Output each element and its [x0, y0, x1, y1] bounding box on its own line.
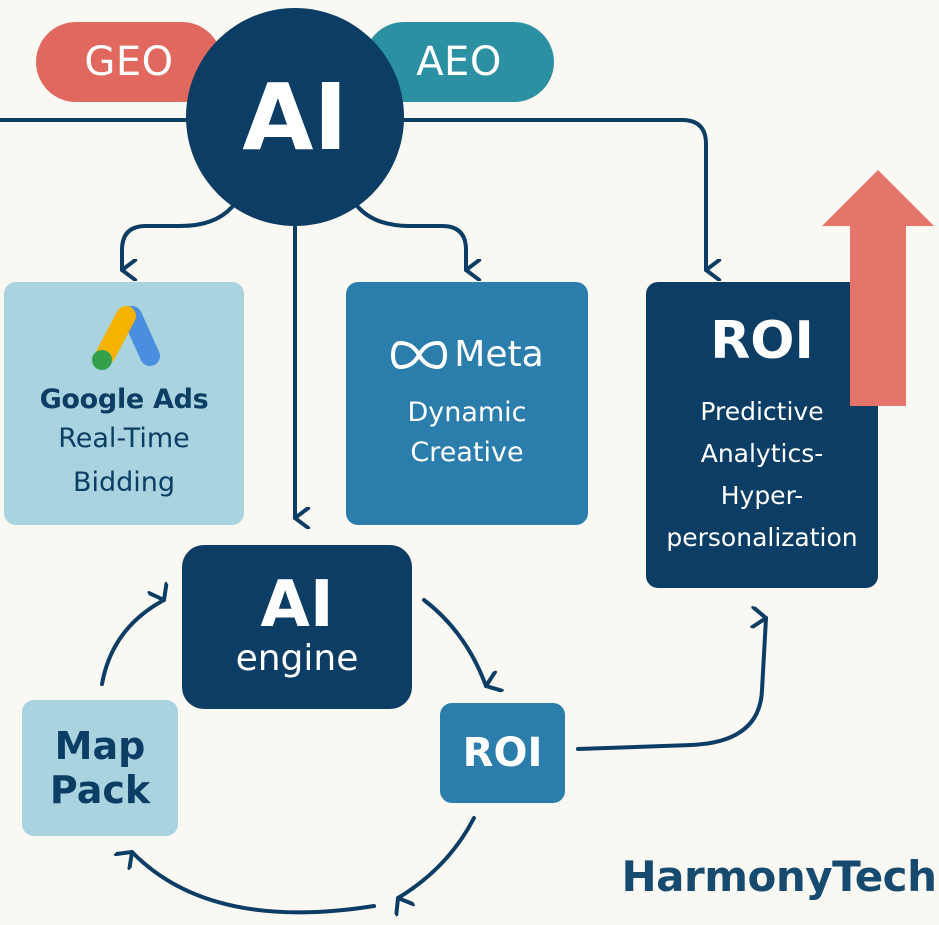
ai-engine-box: AI engine [182, 545, 412, 709]
arrow-to-meta-card [356, 205, 466, 270]
roi-card-line-3: Hyper- [720, 481, 804, 510]
arrow-to-google-card [120, 205, 234, 270]
meta-line-2: Creative [410, 437, 524, 468]
meta-brand: Meta [454, 334, 544, 375]
cycle-arrow-engine-to-roi [422, 598, 486, 686]
google-ads-brand: Google Ads [39, 384, 209, 415]
roi-node-label: ROI [462, 730, 543, 776]
roi-card-line-1: Predictive [700, 397, 824, 426]
roi-card: ROI Predictive Analytics- Hyper- persona… [646, 282, 878, 588]
roi-card-title: ROI [710, 311, 814, 371]
cycle-arrow-bottom-to-map [132, 850, 376, 915]
harmonytech-brand: HarmonyTech [621, 852, 937, 901]
map-pack-box: Map Pack [22, 700, 178, 836]
ai-engine-subtitle: engine [235, 638, 359, 679]
google-ads-logo-icon [92, 306, 160, 370]
google-ads-line-2: Bidding [72, 467, 176, 498]
cycle-arrow-roi-to-bottom [398, 816, 476, 898]
map-pack-line-1: Map [54, 724, 146, 768]
map-pack-line-2: Pack [49, 768, 151, 812]
roi-card-line-2: Analytics- [700, 439, 824, 468]
cycle-arrow-map-to-engine [100, 600, 164, 686]
ai-hub-label: AI [242, 63, 348, 171]
meta-infinity-logo-icon [391, 340, 448, 369]
meta-brand-row: Meta [390, 334, 544, 375]
meta-line-1: Dynamic [407, 397, 527, 428]
arrow-to-roi-card [393, 118, 706, 270]
arrow-roi-to-roi-card [576, 618, 768, 751]
google-ads-line-1: Real-Time [58, 423, 190, 454]
google-ads-card: Google Ads Real-Time Bidding [4, 282, 244, 525]
roi-card-line-4: personalization [666, 523, 858, 552]
ai-hub-circle: AI [186, 8, 404, 226]
meta-card: Meta Dynamic Creative [346, 282, 588, 525]
roi-node: ROI [440, 703, 565, 803]
ai-engine-title: AI [260, 568, 334, 642]
